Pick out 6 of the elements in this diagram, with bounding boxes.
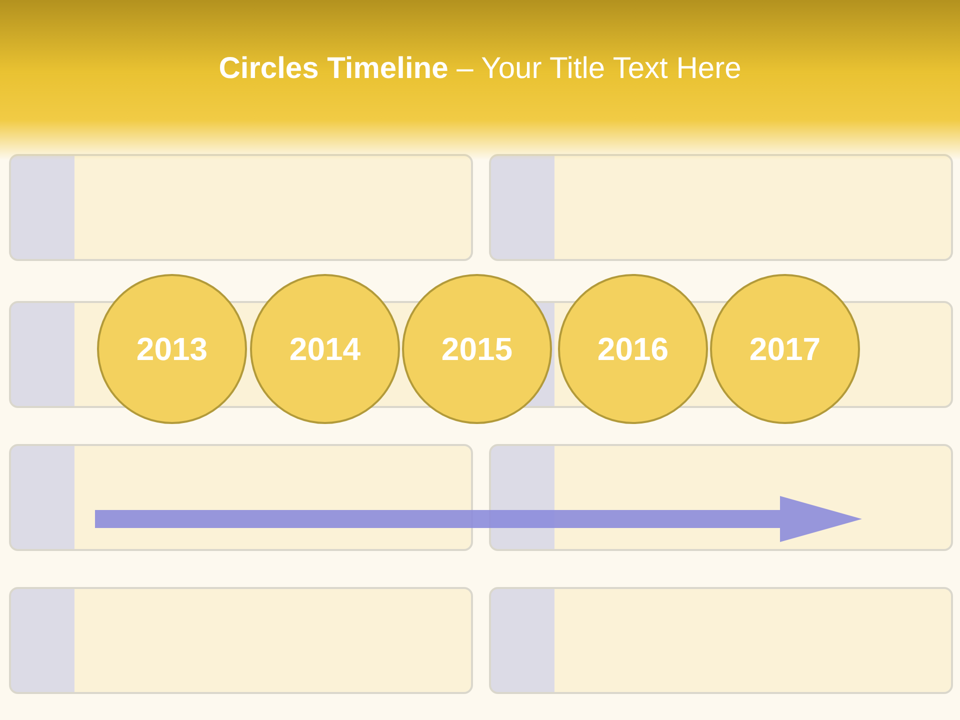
title: Circles Timeline – Your Title Text Here (218, 52, 742, 86)
year-circle: 2013 (97, 274, 247, 424)
year-circle: 2014 (250, 274, 400, 424)
year-circle: 2015 (402, 274, 552, 424)
year-circle: 2016 (558, 274, 708, 424)
year-circle: 2017 (710, 274, 860, 424)
